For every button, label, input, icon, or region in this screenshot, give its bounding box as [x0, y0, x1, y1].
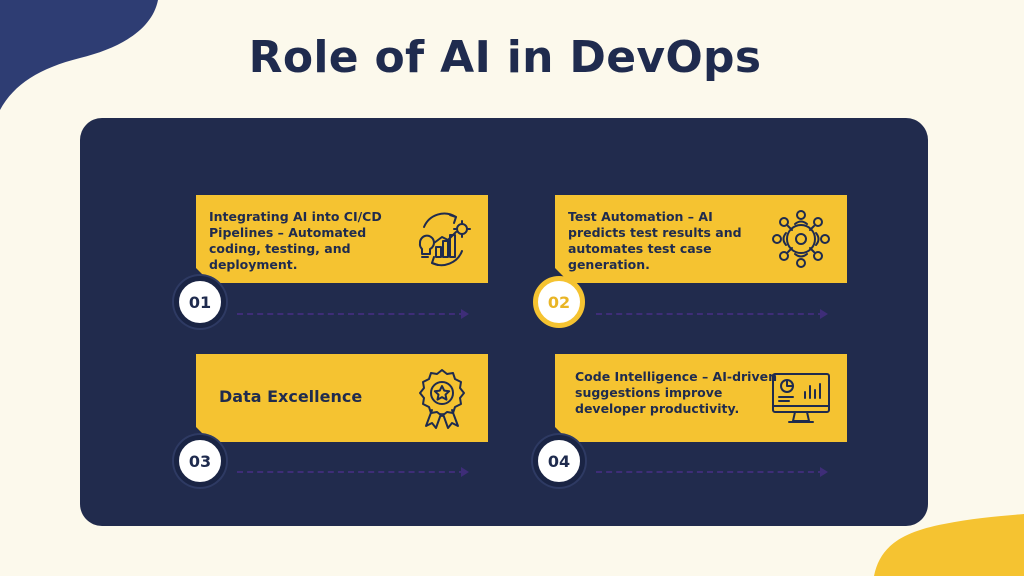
connector-line-02 [596, 313, 824, 315]
monitor-dashboard-icon [769, 366, 833, 430]
connector-arrow-04 [820, 467, 828, 477]
connector-arrow-03 [461, 467, 469, 477]
step-badge-02: 02 [533, 276, 585, 328]
card-04: Code Intelligence – AI-driven suggestion… [555, 354, 847, 442]
card-03: Data Excellence [196, 354, 488, 442]
cycle-lightbulb-chart-icon [410, 207, 474, 271]
bottom-right-blob [874, 514, 1024, 576]
connector-line-04 [596, 471, 824, 473]
top-left-blob [0, 0, 158, 110]
card-02: Test Automation – AI predicts test resul… [555, 195, 847, 283]
step-badge-01: 01 [174, 276, 226, 328]
award-ribbon-icon [410, 366, 474, 430]
card-02-text: Test Automation – AI predicts test resul… [568, 209, 742, 272]
step-badge-04: 04 [533, 435, 585, 487]
connector-line-01 [237, 313, 465, 315]
connector-arrow-01 [461, 309, 469, 319]
card-03-text: Data Excellence [219, 387, 363, 406]
card-01: Integrating AI into CI/CD Pipelines – Au… [196, 195, 488, 283]
content-panel: Integrating AI into CI/CD Pipelines – Au… [80, 118, 928, 526]
card-01-text: Integrating AI into CI/CD Pipelines – Au… [209, 209, 382, 272]
connector-line-03 [237, 471, 465, 473]
card-04-text: Code Intelligence – AI-driven suggestion… [575, 369, 777, 416]
step-badge-03: 03 [174, 435, 226, 487]
page-title: Role of AI in DevOps [248, 32, 762, 83]
connector-arrow-02 [820, 309, 828, 319]
team-network-icon [769, 207, 833, 271]
